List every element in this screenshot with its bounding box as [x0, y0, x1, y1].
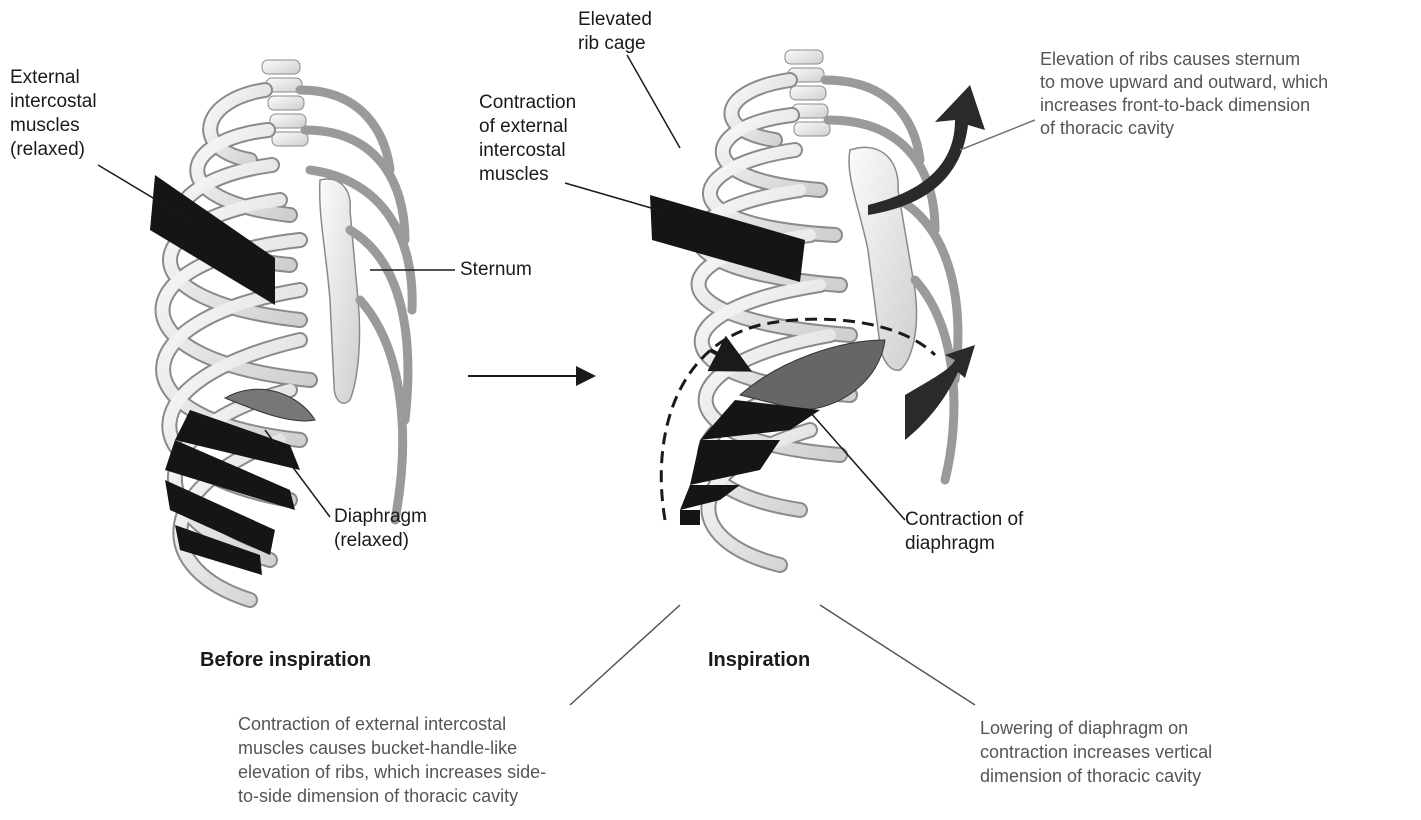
note-sternum-elevation: Elevation of ribs causes sternum to move… [1040, 48, 1328, 140]
label-line: muscles [10, 114, 97, 138]
label-line: Diaphragm [334, 505, 427, 529]
rib-cage-elevated [650, 50, 985, 565]
label-line: diaphragm [905, 532, 1023, 556]
label-contraction-diaphragm: Contraction of diaphragm [905, 508, 1023, 556]
sternum-arrow-down [905, 345, 975, 440]
label-line: (relaxed) [334, 529, 427, 553]
label-line: intercostal [479, 139, 576, 163]
label-line: Elevation of ribs causes sternum [1040, 48, 1328, 71]
label-line: dimension of thoracic cavity [980, 764, 1212, 788]
label-line: contraction increases vertical [980, 740, 1212, 764]
label-sternum: Sternum [460, 258, 532, 282]
label-contraction-external-intercostal: Contraction of external intercostal musc… [479, 91, 576, 187]
label-line: to-side dimension of thoracic cavity [238, 784, 546, 808]
label-line: Elevated [578, 8, 652, 32]
label-line: to move upward and outward, which [1040, 71, 1328, 94]
label-line: Lowering of diaphragm on [980, 716, 1212, 740]
label-external-intercostal-relaxed: External intercostal muscles (relaxed) [10, 66, 97, 162]
label-line: muscles [479, 163, 576, 187]
label-line: Inspiration [708, 648, 810, 672]
label-line: Before inspiration [200, 648, 371, 672]
sternum-left [320, 179, 360, 403]
label-line: rib cage [578, 32, 652, 56]
note-intercostal-bucket-handle: Contraction of external intercostal musc… [238, 712, 546, 808]
label-line: of external [479, 115, 576, 139]
label-line: (relaxed) [10, 138, 97, 162]
title-inspiration: Inspiration [708, 648, 810, 672]
spine-right [785, 50, 830, 136]
label-line: increases front-to-back dimension [1040, 94, 1328, 117]
label-line: Contraction of [905, 508, 1023, 532]
label-line: Contraction [479, 91, 576, 115]
label-line: of thoracic cavity [1040, 117, 1328, 140]
label-line: muscles causes bucket-handle-like [238, 736, 546, 760]
title-before-inspiration: Before inspiration [200, 648, 371, 672]
label-line: Contraction of external intercostal [238, 712, 546, 736]
label-line: Sternum [460, 258, 532, 282]
label-line: intercostal [10, 90, 97, 114]
label-line: elevation of ribs, which increases side- [238, 760, 546, 784]
label-elevated-rib-cage: Elevated rib cage [578, 8, 652, 56]
note-diaphragm-lowering: Lowering of diaphragm on contraction inc… [980, 716, 1212, 788]
label-diaphragm-relaxed: Diaphragm (relaxed) [334, 505, 427, 553]
label-line: External [10, 66, 97, 90]
